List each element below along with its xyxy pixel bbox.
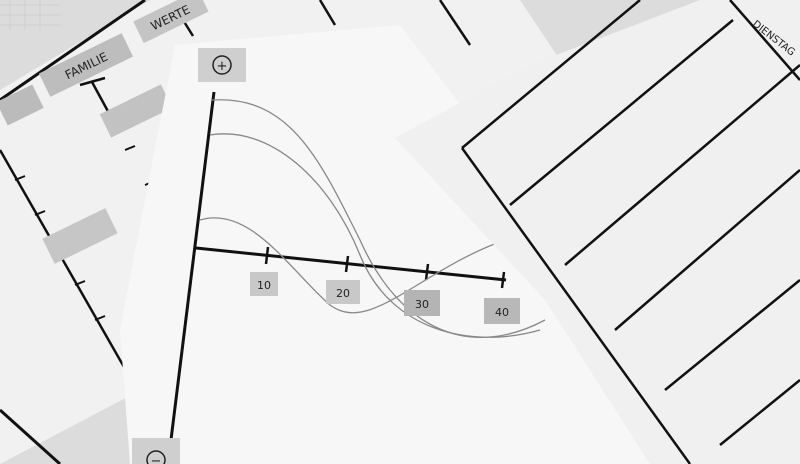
tick-label-20: 20 [326, 280, 360, 304]
y-axis [166, 91, 216, 464]
svg-text:30: 30 [415, 298, 429, 311]
graph-sheet: + − 10 20 30 40 [120, 25, 690, 464]
tick-label-40: 40 [484, 298, 520, 324]
axis-ticks [264, 246, 506, 289]
svg-text:40: 40 [495, 306, 509, 319]
bottom-symbol-tag: − [132, 438, 180, 464]
minus-icon: − [151, 454, 162, 464]
plus-icon: + [217, 59, 228, 74]
top-symbol-tag: + [198, 48, 246, 82]
x-axis [195, 246, 507, 282]
calendar-sheet: DIENSTAG [395, 0, 800, 464]
sticky-tag [42, 208, 118, 264]
tick-label-10: 10 [250, 272, 278, 296]
drawn-curves [199, 99, 546, 339]
svg-text:10: 10 [257, 279, 271, 292]
svg-text:20: 20 [336, 287, 350, 300]
tick-label-30: 30 [404, 290, 440, 316]
sticky-tag [99, 84, 173, 138]
sticky-tag [0, 84, 44, 126]
